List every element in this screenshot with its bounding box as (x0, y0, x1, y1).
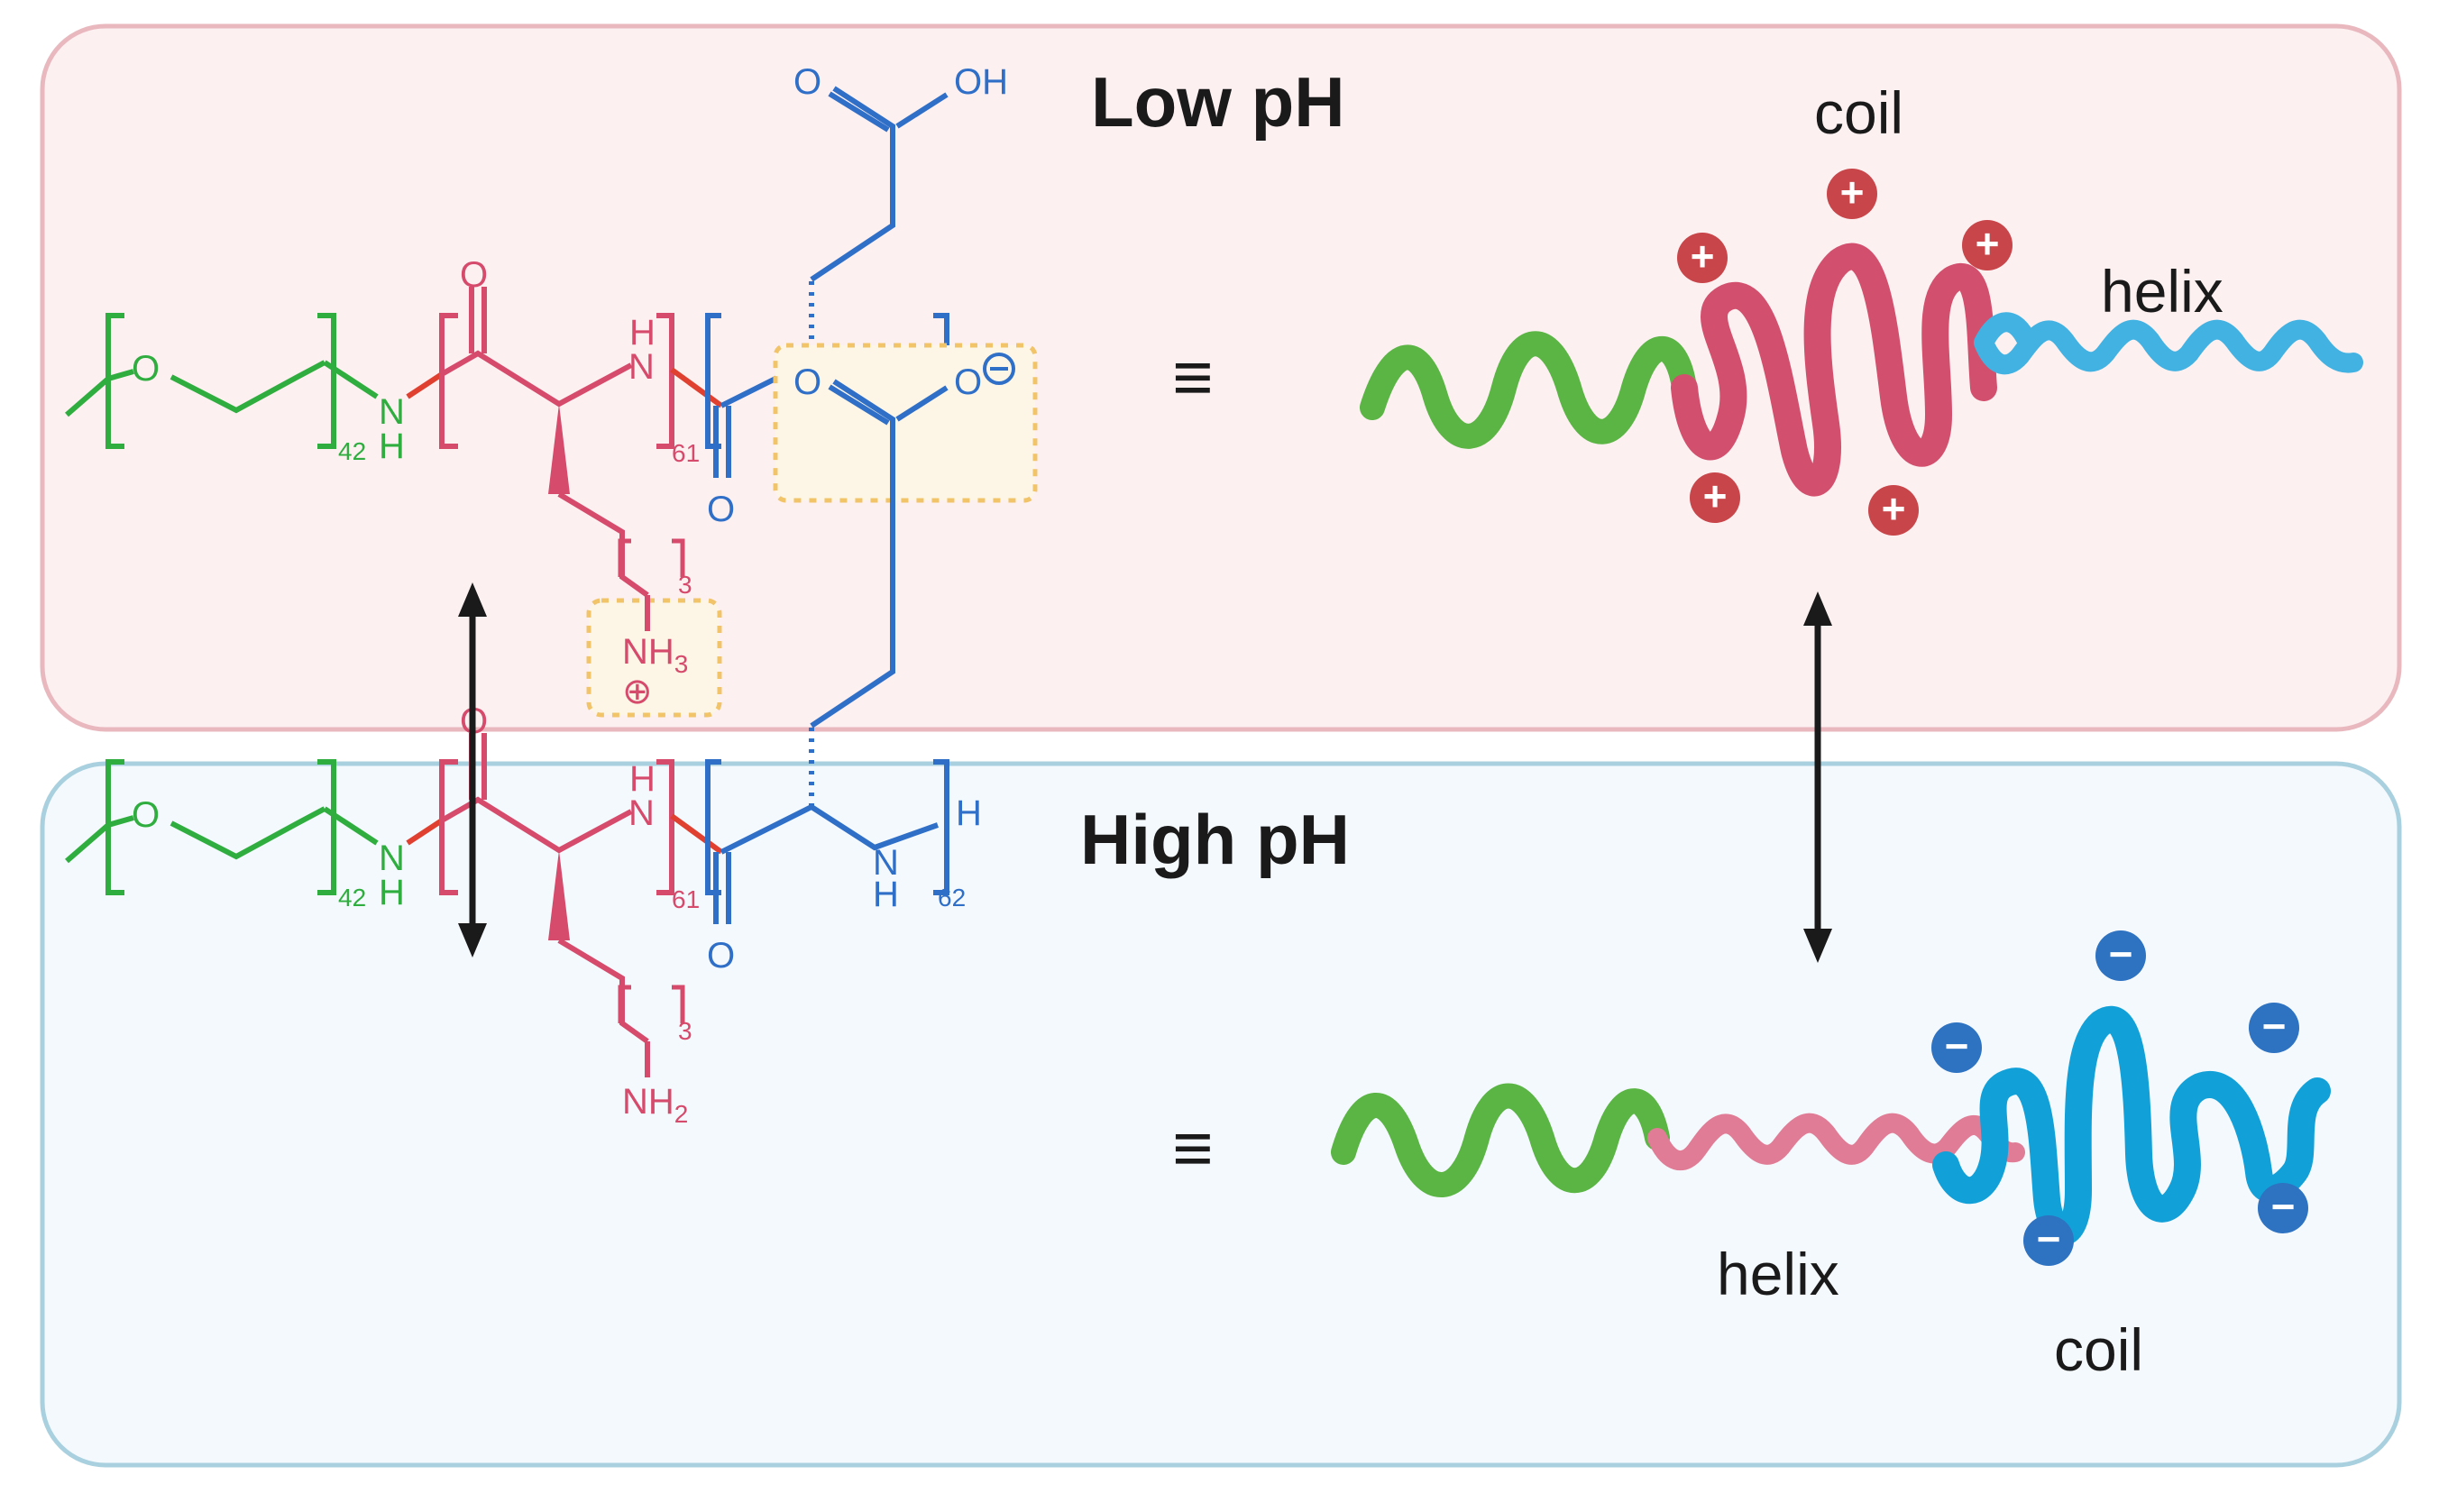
low-amine-charge: ⊕ (622, 672, 653, 711)
high-lys-nh-h: H (629, 759, 656, 799)
low-link-bond-2 (670, 367, 723, 408)
svg-text:−: − (1945, 1022, 1969, 1069)
high-glu-carboxyl-o: O (793, 362, 821, 402)
peg-oxygen: O (132, 349, 160, 389)
low-ph-title: Low pH (1091, 62, 1345, 142)
low-plus-badge-3: + (1962, 220, 2013, 270)
high-minus-badge-1: − (2095, 930, 2146, 981)
high-glu-nh-n: N (873, 843, 899, 883)
high-glu-repeat: 62 (938, 884, 966, 912)
high-carboxylate-charge-ring (983, 353, 1015, 385)
low-peg-segment: O 42 N H (65, 313, 405, 466)
low-blue-helix (1974, 312, 2363, 375)
high-minus-badge-4: − (2023, 1215, 2074, 1266)
low-glu-carboxyl-o: O (793, 62, 821, 102)
high-glu-nh-h: H (873, 875, 899, 914)
high-glu-carboxylate-o: O (954, 362, 982, 402)
svg-text:−: − (2037, 1215, 2061, 1262)
low-ph-panel (40, 23, 2402, 732)
low-ph-structure: O 42 N H O H N 61 3 NH3 ⊕ (65, 62, 1008, 718)
high-link-bond-2 (670, 813, 723, 855)
peg-oxygen: O (132, 795, 160, 835)
high-lys-side-repeat: 3 (678, 1017, 692, 1045)
high-glutamate-segment: O O O N H 62 H (705, 343, 1038, 976)
peg-amide-h: H (379, 426, 405, 466)
svg-text:+: + (1703, 472, 1728, 519)
low-helix-label: helix (2101, 258, 2224, 325)
high-peg-segment: O 42 N H (65, 759, 405, 912)
low-glu-oh: OH (954, 62, 1008, 102)
svg-text:−: − (2271, 1183, 2296, 1230)
high-lys-nh-n: N (628, 793, 655, 833)
low-lysine-segment: O H N 61 3 NH3 ⊕ (439, 255, 722, 718)
low-lys-nh-n: N (628, 347, 655, 387)
high-blue-coil (1932, 1005, 2331, 1246)
high-link-bond-1 (406, 818, 444, 846)
high-equiv-sign: ≡ (1172, 1108, 1214, 1187)
left-double-arrow (458, 582, 487, 958)
high-amine-group: NH2 (622, 1082, 688, 1128)
low-red-coil (1671, 243, 1997, 497)
low-plus-badge-5: + (1868, 485, 1919, 536)
high-glu-end-h: H (956, 793, 982, 833)
low-plus-badge-4: + (1690, 472, 1740, 523)
peg-amide-n: N (379, 838, 405, 878)
high-pink-helix (1647, 1113, 2025, 1171)
svg-text:+: + (1691, 233, 1715, 279)
high-minus-badge-3: − (2249, 1003, 2299, 1053)
high-minus-badge-5: − (2258, 1183, 2308, 1233)
low-plus-badge-2: + (1827, 169, 1877, 219)
high-ph-title: High pH (1080, 800, 1350, 879)
svg-text:+: + (1976, 220, 2000, 267)
peg-repeat: 42 (338, 884, 366, 912)
peg-repeat: 42 (338, 437, 366, 465)
low-coil-label: coil (1814, 79, 1903, 146)
svg-text:+: + (1882, 485, 1906, 532)
low-ph-cartoon: + + + + + coil helix (1360, 79, 2363, 536)
peg-amide-n: N (379, 392, 405, 432)
low-lys-repeat: 61 (672, 439, 700, 467)
low-lys-nh-h: H (629, 313, 656, 353)
high-helix-label: helix (1717, 1241, 1839, 1307)
low-amine-highlight (586, 598, 722, 718)
high-ph-cartoon: − − − − − helix coil (1331, 930, 2331, 1383)
svg-text:−: − (2109, 930, 2133, 977)
high-minus-badge-2: − (1931, 1022, 1982, 1073)
high-green-helix (1331, 1083, 1670, 1197)
low-equiv-sign: ≡ (1172, 337, 1214, 417)
right-double-arrow (1803, 591, 1832, 963)
high-glu-carbonyl-o: O (707, 936, 735, 976)
low-link-bond-1 (406, 371, 444, 399)
low-green-helix (1360, 331, 1697, 449)
low-glu-carbonyl-o: O (707, 490, 735, 529)
svg-text:+: + (1840, 169, 1865, 215)
low-lys-side-repeat: 3 (678, 571, 692, 599)
svg-text:−: − (2262, 1003, 2287, 1049)
low-plus-badge-1: + (1677, 233, 1728, 283)
high-coil-label: coil (2054, 1316, 2143, 1383)
low-lys-carbonyl-o: O (460, 255, 488, 295)
high-lys-repeat: 61 (672, 885, 700, 913)
low-amine-group: NH3 (622, 632, 688, 678)
peg-amide-h: H (379, 873, 405, 912)
